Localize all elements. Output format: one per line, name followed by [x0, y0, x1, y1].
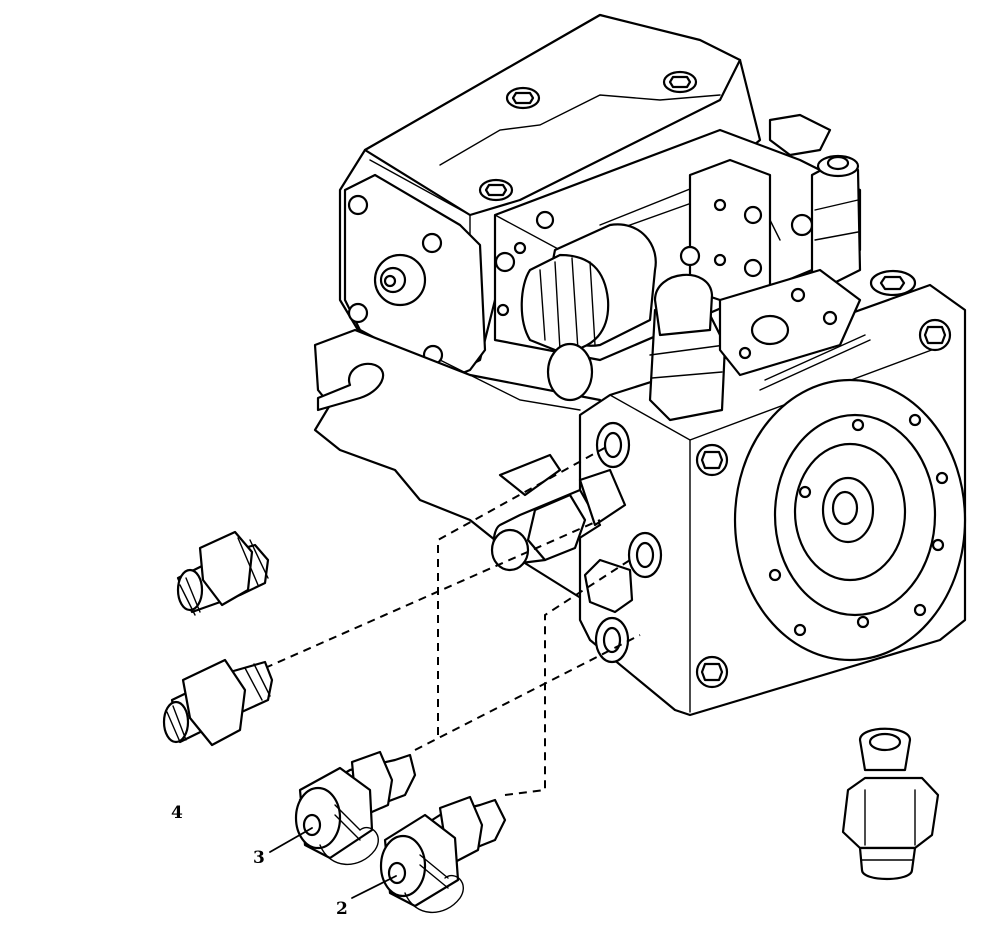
- callout-label-2: 2: [336, 899, 348, 919]
- callout-label-3: 3: [253, 848, 265, 868]
- installation-leader-lines: [264, 444, 641, 796]
- adapter-fitting-lower: [162, 658, 274, 747]
- adapter-fitting-upper: [176, 530, 270, 616]
- test-point-coupling-3: [294, 750, 417, 866]
- control-valve-block: [493, 113, 871, 422]
- sealing-plug: [841, 727, 940, 880]
- callout-label-4: 4: [171, 803, 183, 823]
- test-point-coupling-2: [379, 795, 507, 914]
- elbow-fitting: [490, 453, 627, 572]
- callout-leaders: [269, 827, 397, 899]
- hydraulic-pump-body: [313, 13, 967, 717]
